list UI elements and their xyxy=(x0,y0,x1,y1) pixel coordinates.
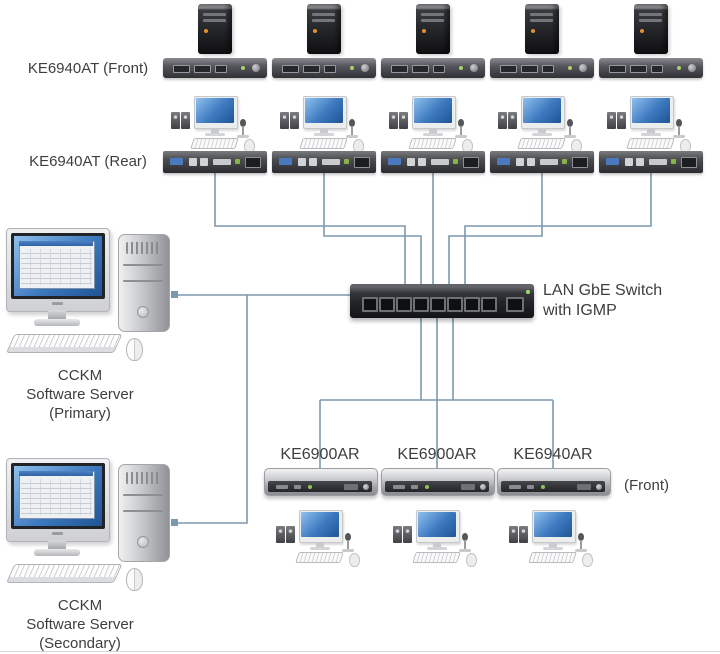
label-server-secondary: CCKM Software Server (Secondary) xyxy=(0,596,160,653)
ke6940at-rear-unit-icon xyxy=(272,151,376,173)
label-receiver-1: KE6900AR xyxy=(280,446,360,463)
source-pc-tower-icon xyxy=(307,4,341,54)
label-server-primary-line3: (Primary) xyxy=(49,405,111,422)
label-server-secondary-line2: Software Server xyxy=(26,616,134,633)
ke6900ar-receiver-icon xyxy=(264,468,378,498)
console-workstation-icon xyxy=(385,92,481,153)
console-workstation-icon xyxy=(167,92,263,153)
label-ke6940at-rear: KE6940AT (Rear) xyxy=(29,153,147,170)
ke6940at-front-unit-icon xyxy=(490,58,594,78)
ke6940ar-receiver-icon xyxy=(497,468,611,498)
source-pc-tower-icon xyxy=(198,4,232,54)
label-receiver-3-front: (Front) xyxy=(624,477,669,494)
cckm-server-primary-icon xyxy=(6,228,174,364)
ke6940at-front-unit-icon xyxy=(163,58,267,78)
label-receiver-3: KE6940AR xyxy=(513,446,593,463)
label-switch-line2: with IGMP xyxy=(543,302,617,319)
wire-endpoint-primary xyxy=(171,291,178,298)
ke6940at-front-unit-icon xyxy=(272,58,376,78)
ke6940at-rear-unit-icon xyxy=(381,151,485,173)
ke6940at-rear-unit-icon xyxy=(163,151,267,173)
wire-transmitter-2 xyxy=(323,173,422,294)
console-workstation-icon xyxy=(494,92,590,153)
ke6940at-front-unit-icon xyxy=(381,58,485,78)
ke6940at-rear-unit-icon xyxy=(599,151,703,173)
label-ke6940at-front: KE6940AT (Front) xyxy=(27,60,149,77)
cckm-server-secondary-icon xyxy=(6,458,174,594)
label-server-primary-line1: CCKM xyxy=(57,367,103,384)
bottom-divider xyxy=(0,651,720,652)
console-workstation-icon xyxy=(603,92,699,153)
ke6940at-rear-unit-icon xyxy=(490,151,594,173)
console-workstation-icon xyxy=(276,92,372,153)
wire-transmitter-1 xyxy=(214,173,406,294)
ke6900ar-receiver-icon xyxy=(381,468,495,498)
wire-transmitter-5 xyxy=(464,173,652,294)
lan-gbe-switch-icon xyxy=(350,280,534,324)
label-receiver-2: KE6900AR xyxy=(397,446,477,463)
label-server-primary: CCKM Software Server (Primary) xyxy=(0,366,160,423)
ke6940at-front-unit-icon xyxy=(599,58,703,78)
wire-transmitter-4 xyxy=(448,173,543,294)
source-pc-tower-icon xyxy=(525,4,559,54)
console-workstation-icon xyxy=(272,506,368,567)
label-server-primary-line2: Software Server xyxy=(26,386,134,403)
source-pc-tower-icon xyxy=(416,4,450,54)
wire-endpoint-secondary xyxy=(171,519,178,526)
source-pc-tower-icon xyxy=(634,4,668,54)
console-workstation-icon xyxy=(389,506,485,567)
label-server-secondary-line3: (Secondary) xyxy=(39,635,121,652)
label-server-secondary-line1: CCKM xyxy=(57,597,103,614)
console-workstation-icon xyxy=(505,506,601,567)
wire-server-secondary xyxy=(175,295,248,524)
label-switch-line1: LAN GbE Switch xyxy=(543,282,663,299)
